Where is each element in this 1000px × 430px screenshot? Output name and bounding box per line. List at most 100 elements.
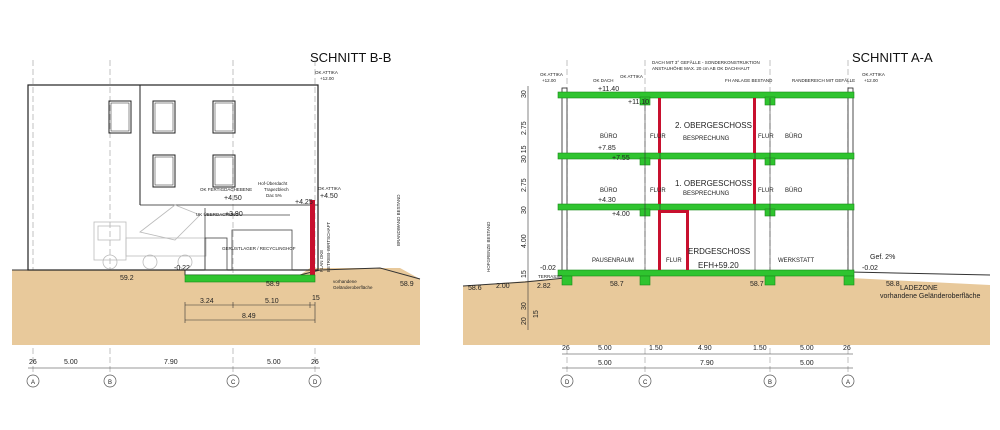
flur-1-left: FLUR: [650, 188, 666, 194]
ground-fill-left: [12, 268, 420, 345]
axis-top-4: 4.90: [698, 345, 712, 352]
level-1: +11.40: [598, 86, 619, 93]
fire-wall-red: [310, 200, 315, 275]
buero-1-right: BÜRO: [785, 187, 803, 194]
roof-shed-label-1: Hof-Überdacht: [258, 180, 288, 186]
vdim-2: 2.75: [521, 121, 528, 135]
axis-top-6: 5.00: [800, 345, 814, 352]
windows-left: [108, 100, 236, 188]
gef-label: Gef. 2%: [870, 254, 895, 261]
level-center: 58.9: [266, 281, 280, 288]
roof-label-mid: OK ATTIKA: [620, 74, 643, 79]
besprechung-2: BESPRECHUNG: [683, 136, 730, 142]
werkstatt-label: WERKSTATT: [778, 258, 814, 264]
level-6: +4.00: [612, 211, 630, 218]
section-a-a-title: SCHNITT A-A: [852, 50, 933, 65]
roof-level-2: +4.25: [295, 199, 313, 206]
red-partitions: [658, 98, 756, 270]
oka-low-level: +4.50: [320, 193, 338, 200]
vdim-4: 2.75: [521, 178, 528, 192]
roof-label-right: RANDBEREICH MIT GEFÄLLE: [792, 77, 855, 83]
exterior-wall-right: [847, 87, 854, 273]
level-5: +4.30: [598, 197, 616, 204]
bottom-dim-1: 3.24: [200, 298, 214, 305]
ladezone-label: LADEZONE: [900, 285, 938, 292]
level-left: -0.22: [174, 265, 190, 272]
floor1-label: 1. OBERGESCHOSS: [675, 179, 752, 188]
eph-label: EFH+59.20: [698, 261, 739, 270]
roof-shed-deck: Dac 5%: [266, 193, 282, 198]
oka-low-label: OK ATTIKA: [318, 186, 341, 191]
flur-2-left: FLUR: [650, 134, 666, 140]
pausenraum-label: PAUSENRAUM: [592, 258, 634, 264]
axis-a-right: A: [846, 380, 850, 386]
exterior-wall-left: [561, 87, 568, 273]
axis-dim-3: 7.90: [164, 359, 178, 366]
axis-bottom-1: 5.00: [598, 360, 612, 367]
flur-1-right: FLUR: [758, 188, 774, 194]
axis-bottom-2: 7.90: [700, 360, 714, 367]
level-right-right: -0.02: [862, 265, 878, 272]
level-left-right: -0.02: [540, 265, 556, 272]
floor-slabs: [557, 91, 855, 286]
oka-left-label: OK ATTIKA: [540, 72, 563, 77]
axis-b-right: B: [768, 380, 772, 386]
bottom-dim-2: 5.10: [265, 298, 279, 305]
left-dim-1: 58.6: [468, 285, 482, 292]
level-3: +7.85: [598, 145, 616, 152]
mid-level-right-2: 58.7: [750, 281, 764, 288]
truck-illustration: [93, 204, 207, 270]
ground-note-1: vorhandene: [333, 279, 357, 284]
axis-d-left: D: [313, 380, 318, 386]
axis-dim-2: 5.00: [64, 359, 78, 366]
axis-dim-4: 5.00: [267, 359, 281, 366]
level-4: +7.55: [612, 155, 630, 162]
axis-c-left: C: [231, 380, 236, 386]
building-outline-left: [27, 84, 319, 271]
floor2-label: 2. OBERGESCHOSS: [675, 121, 752, 130]
vdim-8: 20: [521, 317, 528, 325]
axis-top-3: 1.50: [649, 345, 663, 352]
roof-note-2: ANSTAUHÖHE MAX. 20 cm AB OK DACHHAUT: [652, 65, 750, 71]
besprechung-1: BESPRECHUNG: [683, 191, 730, 197]
ground-line-right-right: [849, 271, 991, 276]
axis-bottom-3: 5.00: [800, 360, 814, 367]
right-wall-label: BRANDWAND BESTAND: [396, 194, 401, 246]
axis-top-5: 1.50: [753, 345, 767, 352]
flur-0: FLUR: [666, 258, 682, 264]
buero-2-left: BÜRO: [600, 133, 618, 140]
underside-label: UK ÜBERDACHUNG: [196, 211, 239, 217]
axis-b-left: B: [108, 380, 112, 386]
floor0-label: ERDGESCHOSS: [688, 247, 750, 256]
left-wall-label: HOFGRENZE BESTAND: [486, 221, 491, 272]
section-a-a: SCHNITT A-A: [462, 50, 991, 388]
vdim-6: 4.00: [521, 234, 528, 248]
yard-shed: [200, 204, 310, 271]
axis-dim-5: 26: [311, 359, 319, 366]
vdim-3: 30 15: [521, 145, 528, 163]
axis-bubbles-right: [560, 374, 855, 388]
vdim-5: 30: [521, 206, 528, 214]
axis-bubbles-left: [26, 374, 322, 388]
oka-right-label: OK ATTIKA: [862, 72, 885, 77]
oka-right-level: +12.00: [864, 78, 878, 83]
oka-left-level: +12.00: [542, 78, 556, 83]
vdim-10: 15: [533, 310, 540, 318]
mid-level-right: 58.7: [610, 281, 624, 288]
roof-label-left: OK DACH: [593, 78, 614, 83]
right-level-right: 58.8: [886, 281, 900, 288]
yard-label: GERÜSTLAGER / RECYCLINGHOF: [222, 245, 296, 251]
axis-top-7: 26: [843, 345, 851, 352]
buero-2-right: BÜRO: [785, 133, 803, 140]
buero-1-left: BÜRO: [600, 187, 618, 194]
flur-2-right: FLUR: [758, 134, 774, 140]
roof-note-1: DACH MIT 3° GEFÄLLE - SONDERKONSTRUKTION: [652, 59, 760, 65]
level-mid: 59.2: [120, 275, 134, 282]
underside-level: +3.90: [225, 211, 243, 218]
roof-shed-label-2: Trapezblech: [264, 187, 289, 192]
axis-c-right: C: [643, 380, 648, 386]
left-dim-3: 2.82: [537, 283, 551, 290]
vdim-1: 30: [521, 90, 528, 98]
